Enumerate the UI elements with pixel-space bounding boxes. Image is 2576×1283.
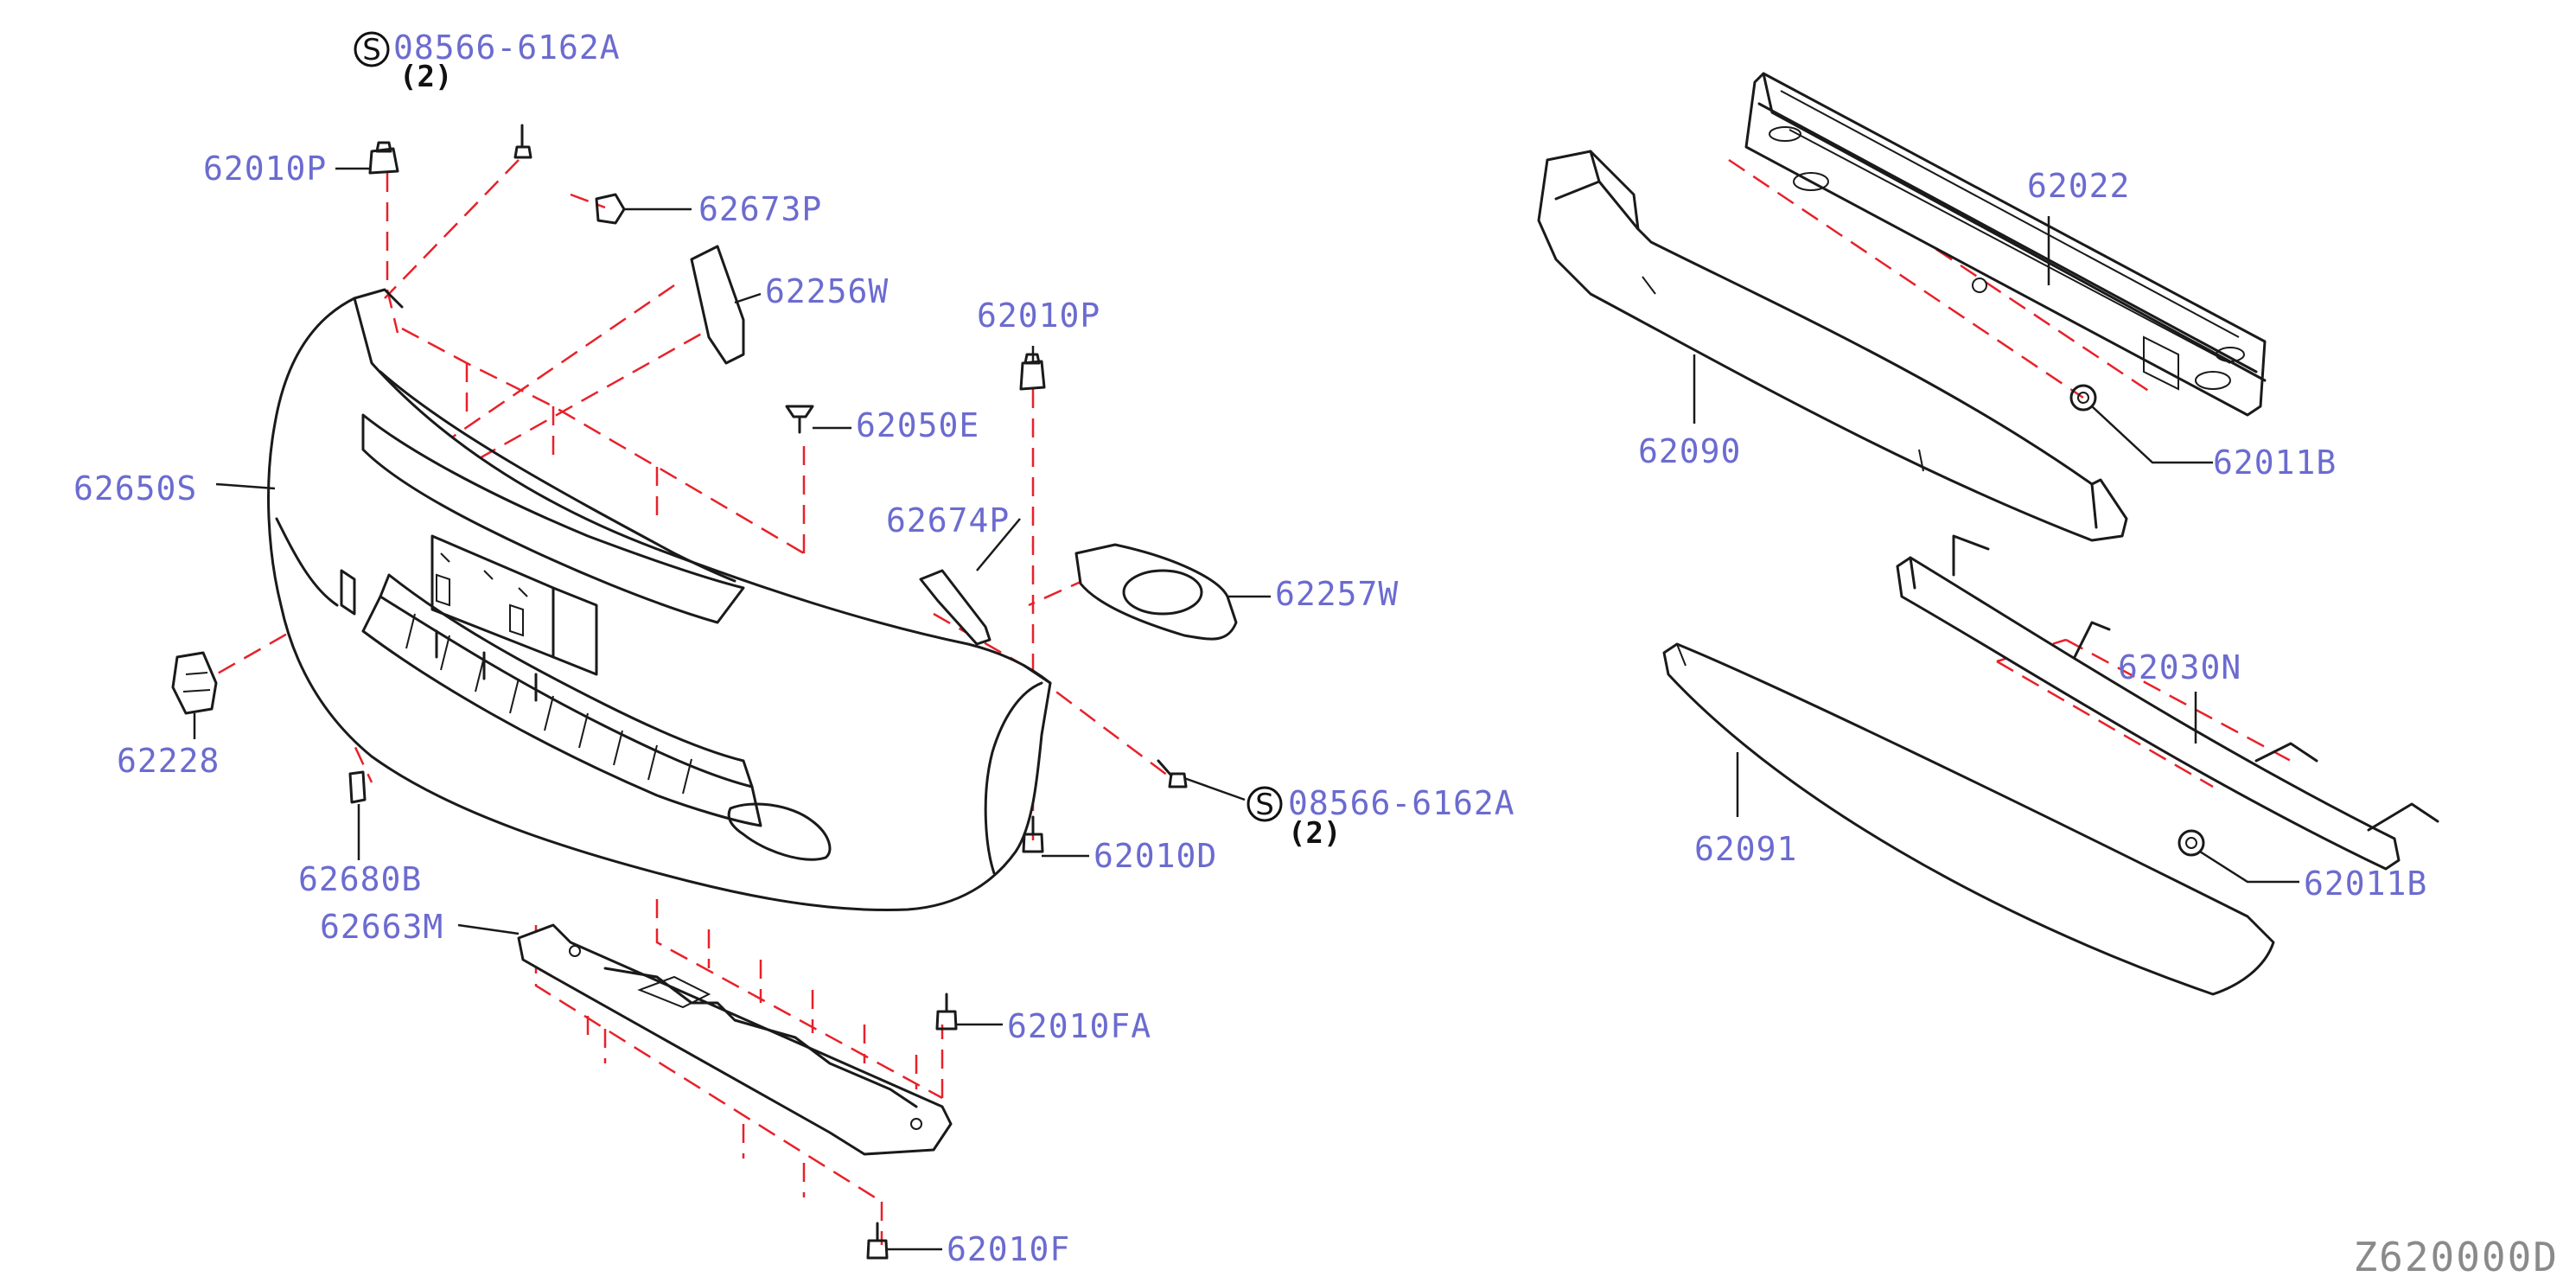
qty-08566-6162A-mid: (2) [1288,816,1341,851]
standard-part-symbol-mid: S [1247,786,1283,822]
label-62650S: 62650S [73,469,197,507]
label-08566-6162A-mid: 08566-6162A [1288,784,1515,822]
front-bumper-fascia [267,288,1052,912]
energy-absorber-upper [1537,150,2128,542]
label-62010F: 62010F [947,1230,1070,1268]
qty-08566-6162A-top: (2) [399,60,452,94]
part-labels: 08566-6162A (2) 62010P 62673P 62256W 620… [73,29,2427,1268]
under-cover [517,923,953,1156]
label-62010P-mid: 62010P [977,297,1100,335]
label-62673P: 62673P [698,190,822,228]
bumper-reinforcement [1744,72,2267,417]
label-62256W: 62256W [765,272,889,310]
label-62090: 62090 [1638,432,1741,470]
label-62674P: 62674P [886,501,1010,539]
bolt-top [513,124,532,159]
label-62011B-top: 62011B [2213,444,2337,482]
label-62030N: 62030N [2118,648,2241,686]
label-62228: 62228 [117,742,220,780]
label-62663M: 62663M [320,908,443,946]
standard-symbol-top-text: S [362,33,381,67]
small-parts [171,124,2205,1260]
lower-absorber-bracket [1896,534,2439,871]
label-62091: 62091 [1694,830,1797,868]
label-62010D: 62010D [1094,837,1217,875]
lower-fascia-trim [1662,642,2275,996]
label-62010P-top: 62010P [203,150,327,188]
label-62010FA: 62010FA [1007,1007,1151,1045]
label-62257W: 62257W [1275,575,1399,613]
label-62680B: 62680B [298,860,422,898]
standard-symbol-mid-text: S [1255,788,1274,822]
label-62011B-bot: 62011B [2304,865,2427,903]
label-62022: 62022 [2027,167,2130,205]
diagram-reference-code: Z620000D [2353,1234,2559,1280]
label-08566-6162A-top: 08566-6162A [393,29,621,67]
label-62050E: 62050E [856,406,979,444]
standard-part-symbol-top: S [354,31,390,67]
leader-lines [193,167,2299,1251]
